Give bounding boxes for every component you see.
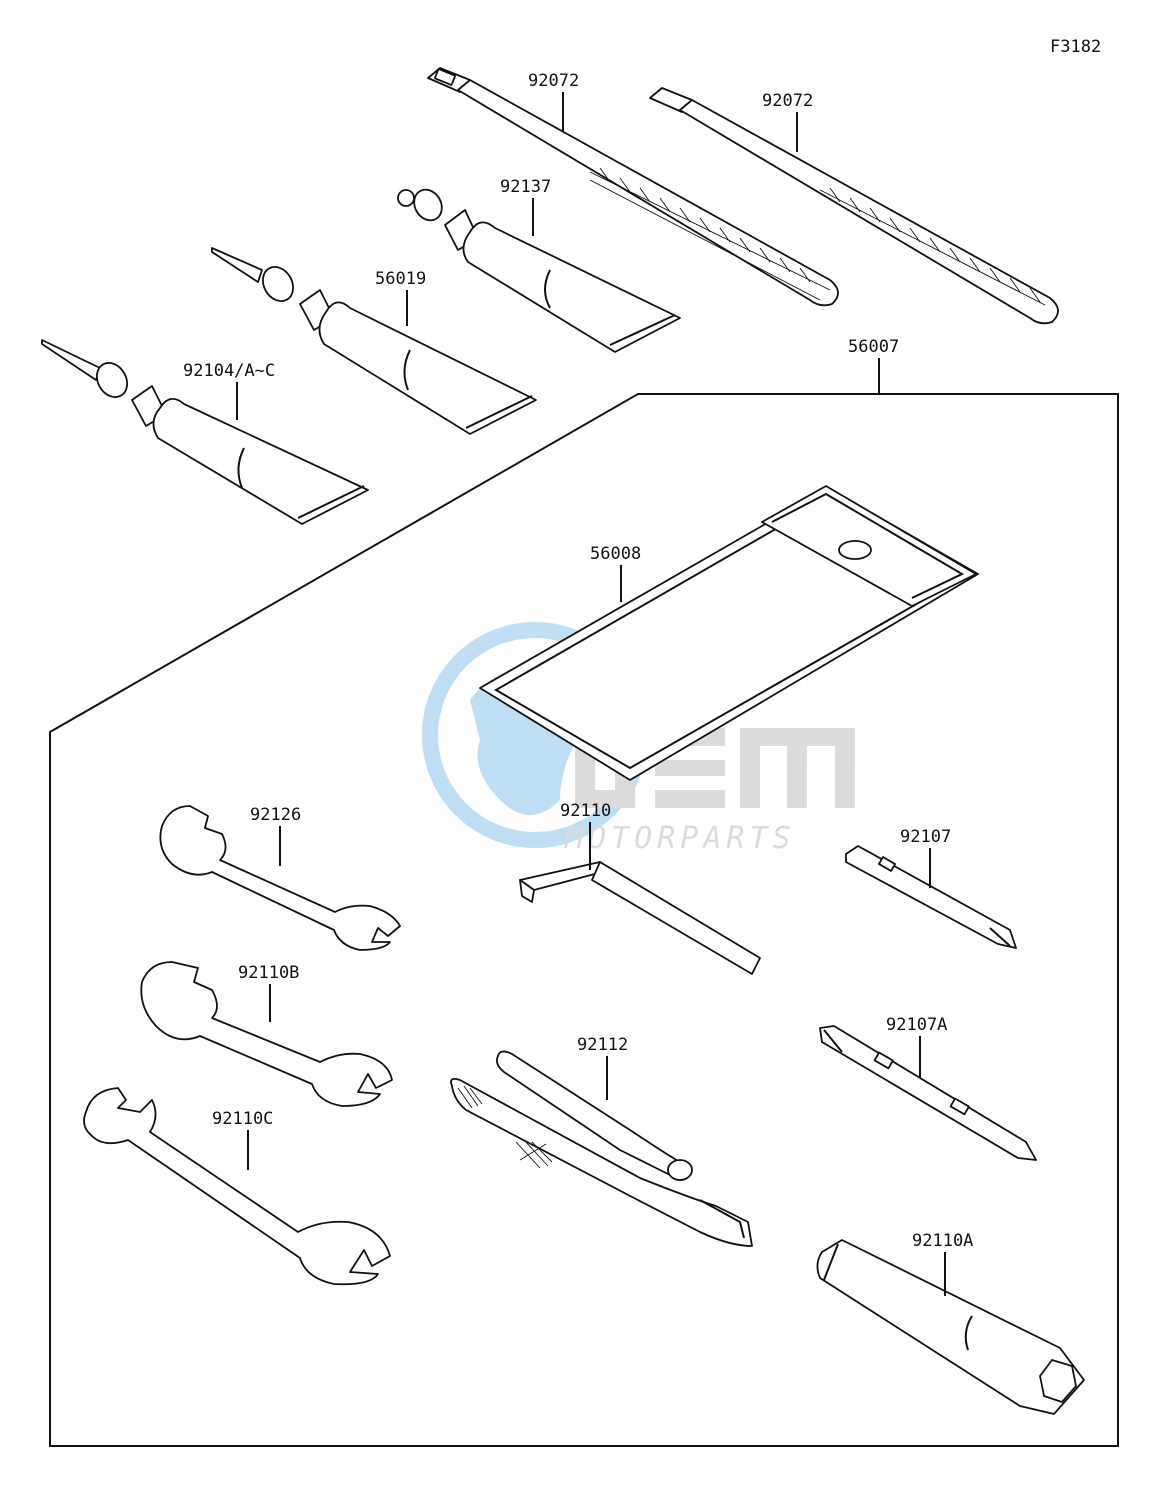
hex-key[interactable] — [519, 861, 761, 975]
label-wrench-92110B: 92110B — [238, 963, 299, 983]
label-tool-bag: 56008 — [590, 544, 641, 564]
tool-bag[interactable] — [479, 485, 979, 781]
label-tie-band-2: 92072 — [762, 91, 813, 111]
label-grease-56019: 56019 — [375, 269, 426, 289]
label-grease-92104: 92104/A~C — [183, 361, 275, 381]
label-box-wrench: 92110A — [912, 1231, 973, 1251]
label-hex-key: 92110 — [560, 801, 611, 821]
label-tie-band-1: 92072 — [528, 71, 579, 91]
wrench-92110C[interactable] — [83, 1087, 391, 1286]
label-screwdriver-92107: 92107 — [900, 827, 951, 847]
label-wrench-92126: 92126 — [250, 805, 301, 825]
grease-tube-92137[interactable] — [397, 185, 681, 353]
tie-band-1[interactable] — [427, 67, 839, 307]
box-wrench[interactable] — [816, 1239, 1085, 1415]
figure-code: F3182 — [1050, 37, 1101, 57]
wrench-92110B[interactable] — [140, 961, 393, 1107]
label-tool-kit: 56007 — [848, 337, 899, 357]
screwdriver-92107[interactable] — [845, 845, 1017, 949]
grease-tube-92104[interactable] — [41, 339, 369, 525]
label-wrench-92110C: 92110C — [212, 1109, 273, 1129]
label-screwdriver-92107A: 92107A — [886, 1015, 947, 1035]
wrench-92126[interactable] — [159, 805, 401, 951]
label-grease-92137: 92137 — [500, 177, 551, 197]
watermark-subtitle: MOTORPARTS — [564, 821, 796, 856]
tool-kit-frame — [49, 393, 1119, 1447]
tie-band-2[interactable] — [649, 87, 1059, 325]
grease-tube-56019[interactable] — [211, 247, 537, 435]
pliers-grip-hatch — [457, 1085, 553, 1169]
pliers[interactable] — [450, 1050, 753, 1247]
screwdriver-92107A[interactable] — [819, 1025, 1037, 1161]
label-pliers: 92112 — [577, 1035, 628, 1055]
